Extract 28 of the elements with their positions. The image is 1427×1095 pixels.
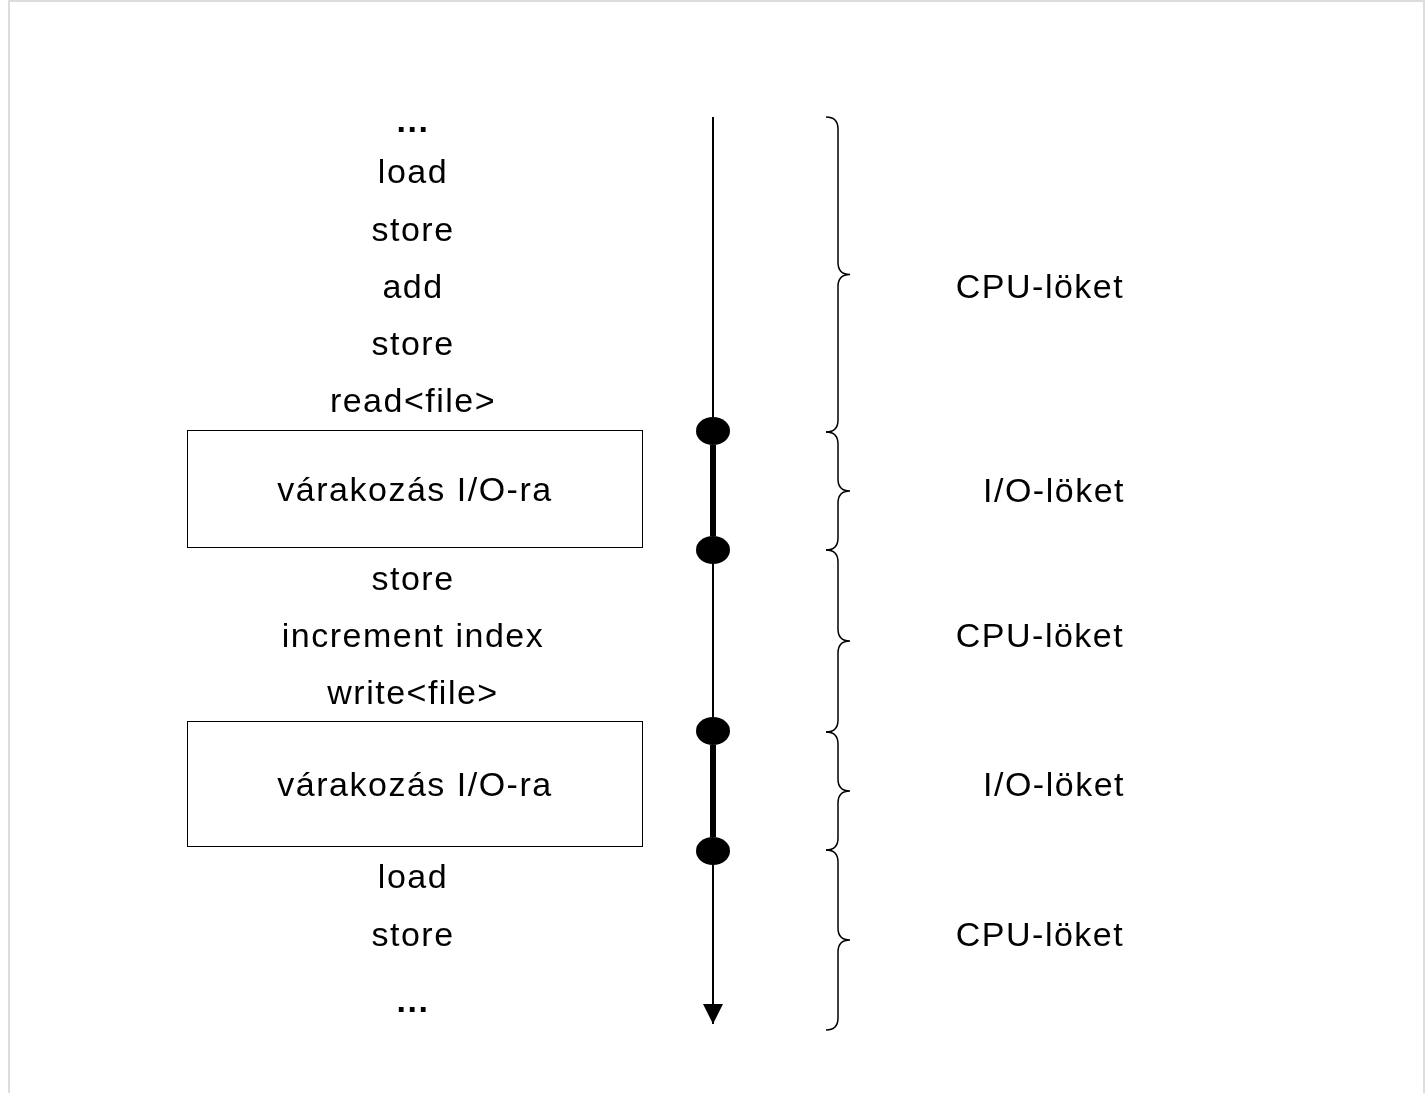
burst-label: I/O-löket bbox=[983, 764, 1125, 804]
ellipsis-text: ... bbox=[396, 980, 430, 1020]
instruction-text: store bbox=[371, 209, 455, 249]
timeline-segment bbox=[712, 116, 714, 418]
instruction-text: store bbox=[371, 914, 455, 954]
instruction-text: read<file> bbox=[329, 380, 497, 420]
timeline-segment bbox=[712, 563, 714, 718]
ellipsis-text: ... bbox=[396, 100, 430, 140]
event-dot bbox=[696, 837, 730, 865]
state-box: várakozás I/O-ra bbox=[187, 430, 643, 548]
timeline-arrow bbox=[703, 864, 723, 1025]
event-dot bbox=[696, 717, 730, 745]
instruction-text: load bbox=[377, 856, 449, 896]
instruction-text: store bbox=[371, 558, 455, 598]
burst-label: CPU-löket bbox=[955, 615, 1125, 655]
timeline-segment bbox=[710, 745, 716, 837]
burst-label: I/O-löket bbox=[983, 470, 1125, 510]
state-box: várakozás I/O-ra bbox=[187, 721, 643, 847]
instruction-text: store bbox=[371, 323, 455, 363]
instruction-text: increment index bbox=[281, 615, 545, 655]
instruction-text: load bbox=[377, 151, 449, 191]
instruction-text: write<file> bbox=[327, 672, 499, 712]
burst-label: CPU-löket bbox=[955, 266, 1125, 306]
instruction-text: add bbox=[382, 266, 444, 306]
event-dot bbox=[696, 536, 730, 564]
burst-label: CPU-löket bbox=[955, 914, 1125, 954]
event-dot bbox=[696, 417, 730, 445]
timeline-segment bbox=[710, 445, 716, 536]
